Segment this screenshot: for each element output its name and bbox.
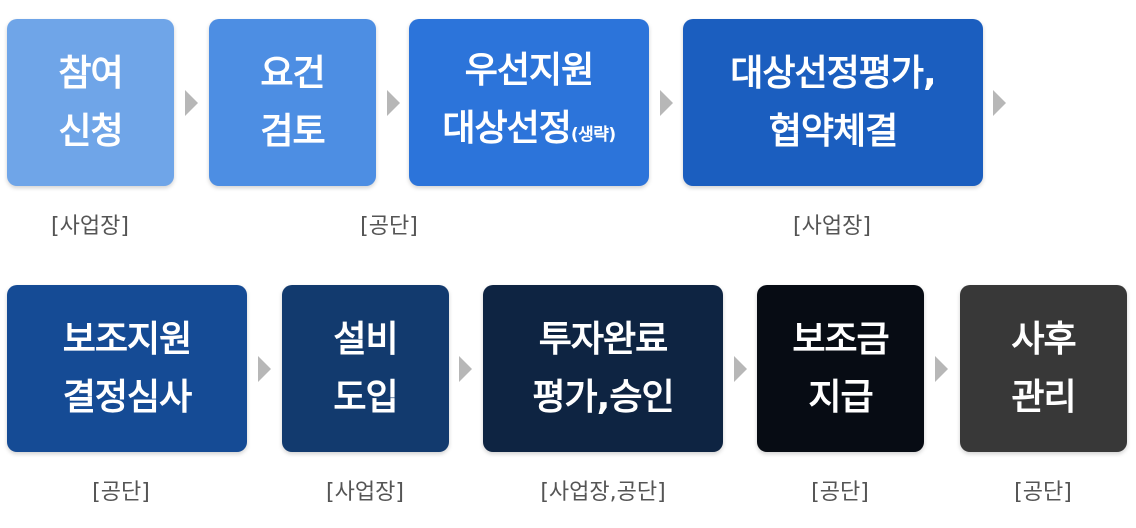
step-text-line: 사후 bbox=[1011, 318, 1076, 360]
actor-label: [공단] bbox=[1014, 480, 1072, 505]
step-text-line: 요건 bbox=[260, 52, 325, 94]
step-follow-up-management: 사후 관리 bbox=[960, 285, 1127, 452]
step-text-line: 검토 bbox=[260, 110, 325, 152]
step-equipment-installation: 설비 도입 bbox=[282, 285, 449, 452]
actor-label: [사업장] bbox=[326, 480, 404, 505]
arrow-right-icon bbox=[734, 356, 747, 382]
step-text-line: 결정심사 bbox=[62, 376, 192, 418]
step-text-line: 참여 bbox=[58, 52, 123, 94]
arrow-right-icon bbox=[935, 356, 948, 382]
step-evaluation-agreement: 대상선정평가, 협약체결 bbox=[683, 19, 983, 186]
step-subsidy-decision-review: 보조지원 결정심사 bbox=[7, 285, 247, 452]
step-text-line: 대상선정(생략) bbox=[442, 100, 616, 164]
step-text-line: 평가,승인 bbox=[532, 376, 674, 418]
arrow-right-icon bbox=[660, 90, 673, 116]
step-text-line: 보조지원 bbox=[62, 318, 192, 360]
step-text-line: 대상선정평가, bbox=[730, 52, 936, 94]
step-text-line: 투자완료 bbox=[538, 318, 668, 360]
actor-label: [공단] bbox=[360, 214, 418, 239]
actor-label: [사업장,공단] bbox=[540, 480, 666, 505]
step-subsidy-payment: 보조금 지급 bbox=[757, 285, 924, 452]
step-text-line: 신청 bbox=[58, 110, 123, 152]
actor-label: [공단] bbox=[92, 480, 150, 505]
step-text-line: 설비 bbox=[333, 318, 398, 360]
step-priority-selection: 우선지원 대상선정(생략) bbox=[409, 19, 649, 186]
arrow-right-icon bbox=[387, 90, 400, 116]
step-text-line: 협약체결 bbox=[768, 110, 898, 152]
arrow-right-icon bbox=[459, 356, 472, 382]
step-investment-completion-evaluation: 투자완료 평가,승인 bbox=[483, 285, 723, 452]
step-text-main: 대상선정 bbox=[442, 107, 571, 149]
arrow-right-icon bbox=[258, 356, 271, 382]
actor-label: [사업장] bbox=[51, 214, 129, 239]
step-requirement-review: 요건 검토 bbox=[209, 19, 376, 186]
step-text-line: 우선지원 bbox=[464, 49, 594, 91]
step-text-line: 관리 bbox=[1011, 376, 1076, 418]
step-text-line: 보조금 bbox=[792, 318, 889, 360]
step-text-note: (생략) bbox=[570, 124, 616, 145]
step-text-line: 지급 bbox=[808, 376, 873, 418]
step-text-line: 도입 bbox=[333, 376, 398, 418]
arrow-right-icon bbox=[993, 90, 1006, 116]
arrow-right-icon bbox=[185, 90, 198, 116]
actor-label: [사업장] bbox=[793, 214, 871, 239]
actor-label: [공단] bbox=[811, 480, 869, 505]
step-participation-application: 참여 신청 bbox=[7, 19, 174, 186]
